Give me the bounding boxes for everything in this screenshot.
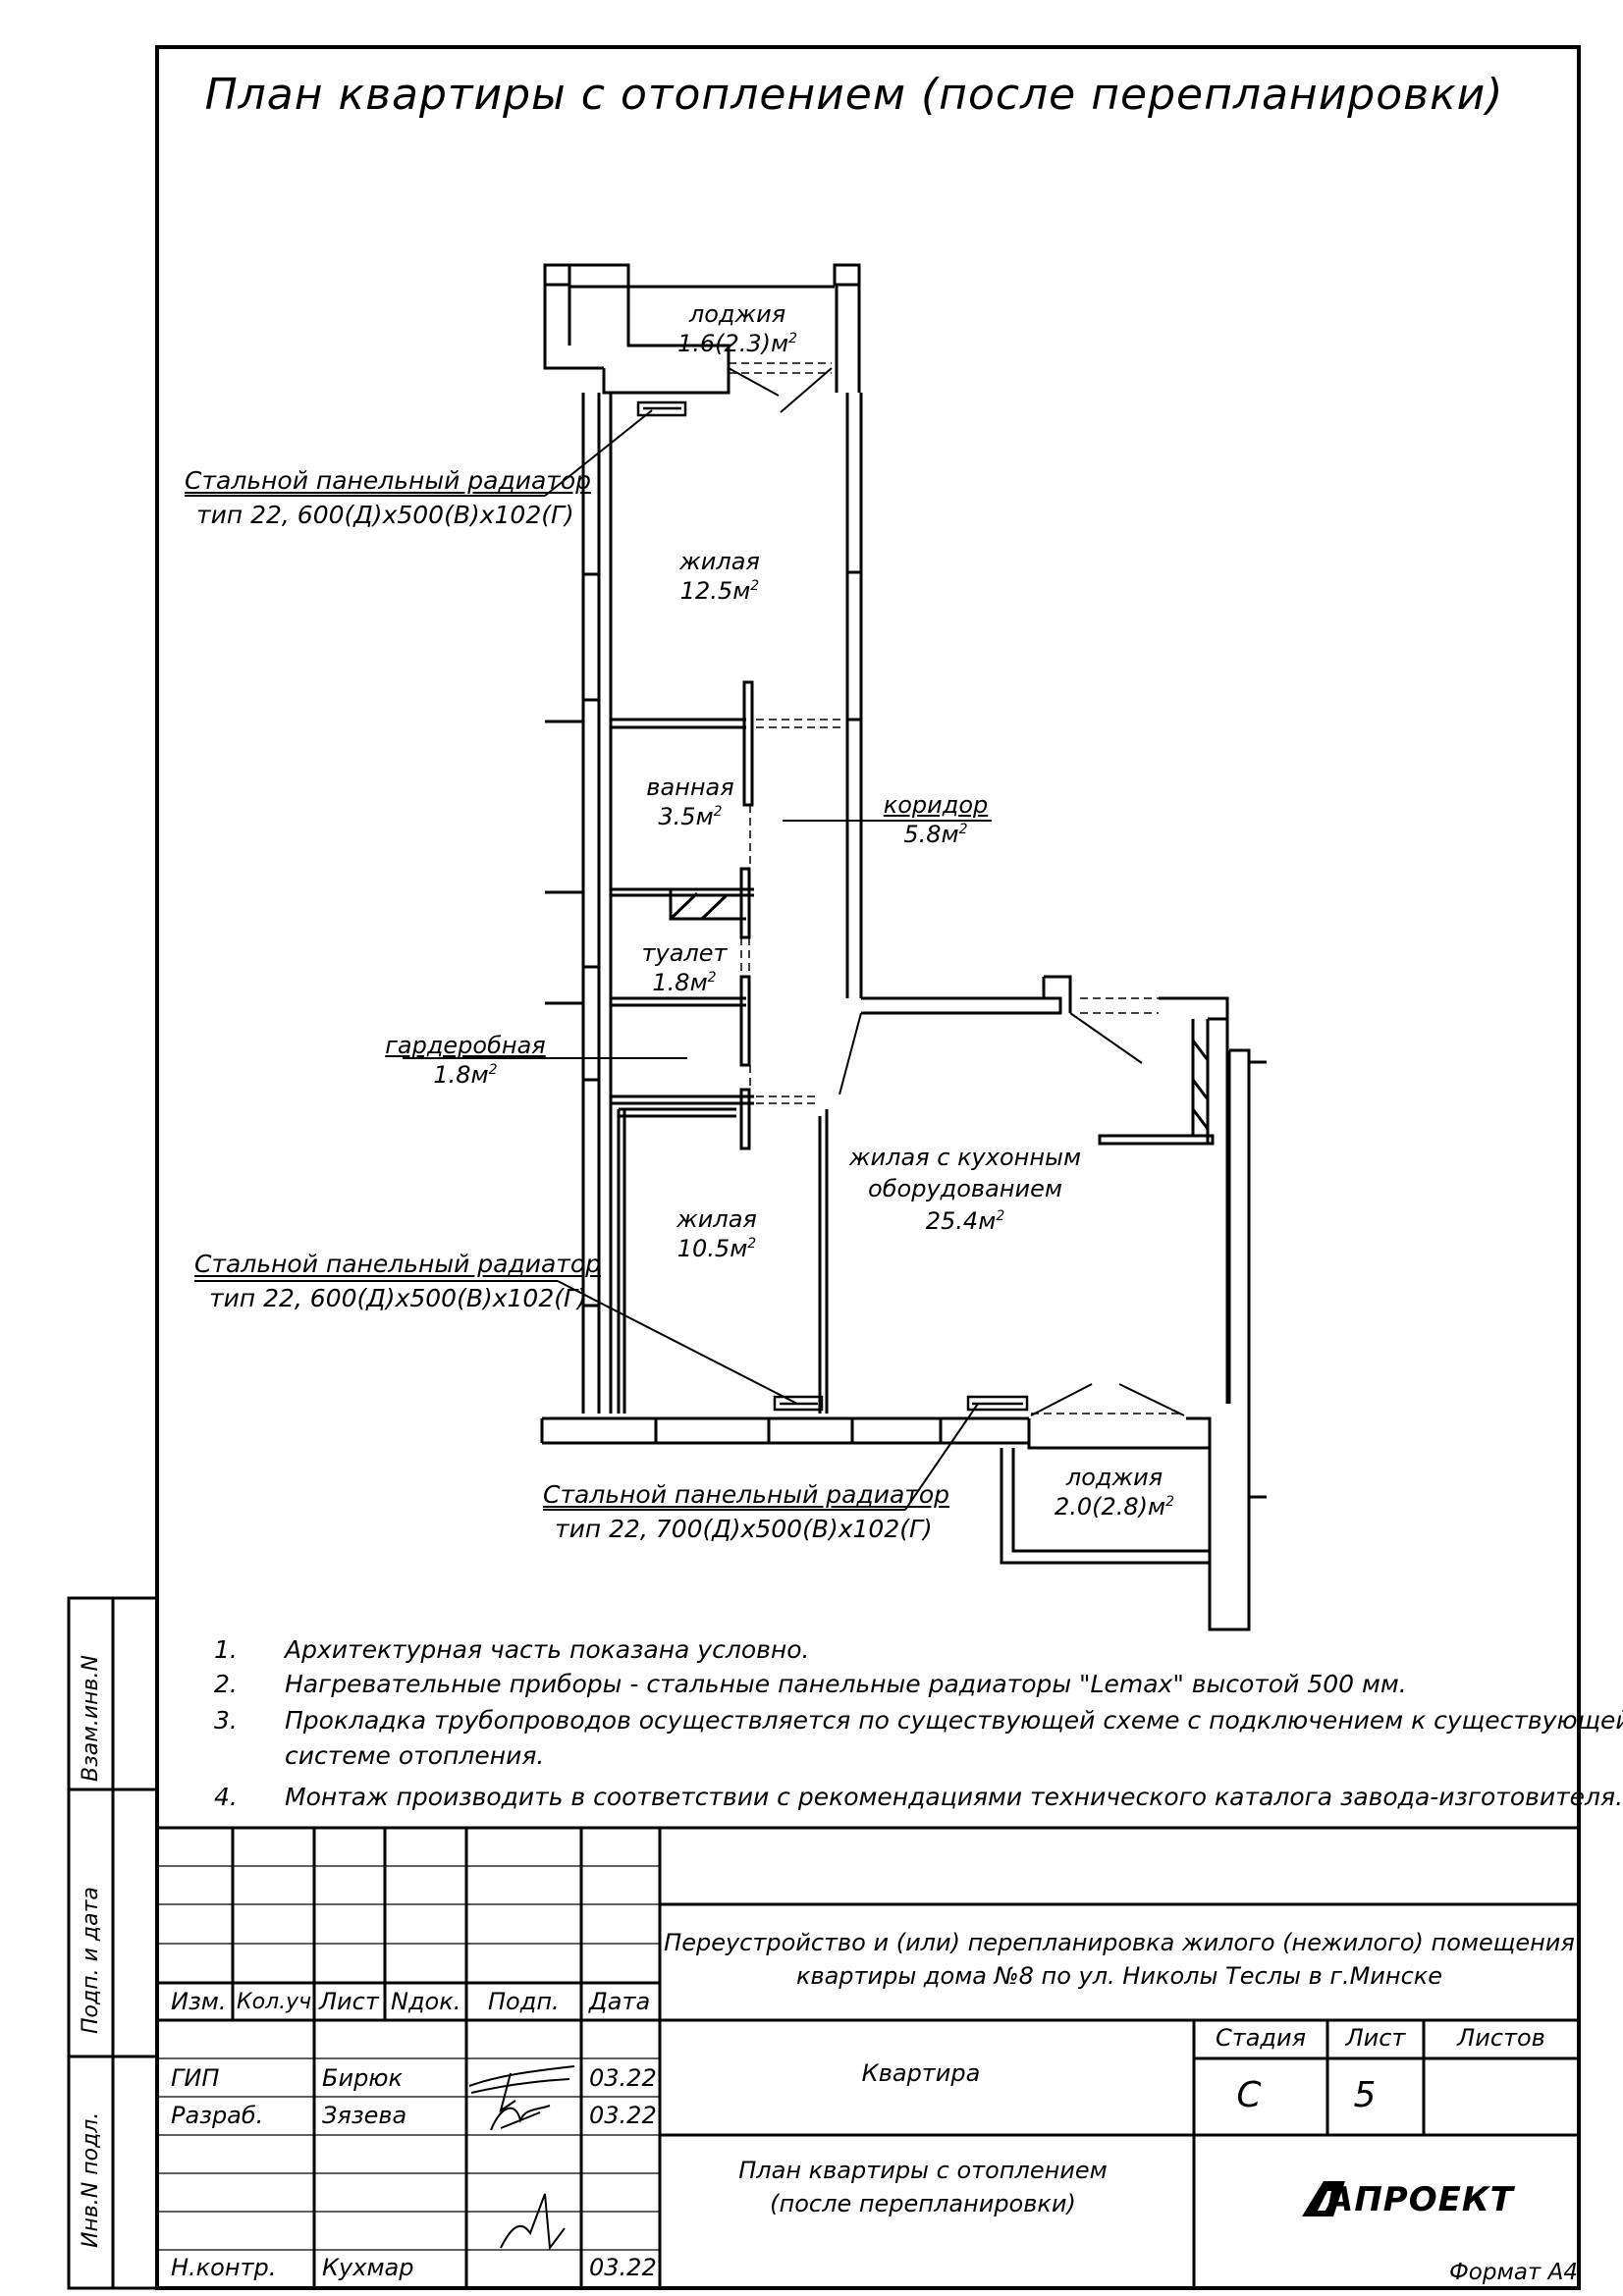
tb-header: Nдок. xyxy=(391,1988,461,2015)
object-name: Квартира xyxy=(861,2059,981,2087)
drawing-name: План квартиры с отоплением(после перепла… xyxy=(738,2157,1108,2217)
tb-header: Подп. xyxy=(488,1988,560,2015)
format-label: Формат А4 xyxy=(1449,2260,1578,2285)
note-text: Прокладка трубопроводов осуществляется п… xyxy=(285,1706,1623,1735)
stage-label: Стадия xyxy=(1215,2024,1307,2052)
tb-role: Н.контр. xyxy=(171,2254,277,2281)
walls xyxy=(540,263,1267,1631)
note-text: системе отопления. xyxy=(285,1741,545,1770)
note-text: Нагревательные приборы - стальные панель… xyxy=(285,1670,1407,1698)
sheet-frame xyxy=(155,45,1581,2290)
project-title: Переустройство и (или) перепланировка жи… xyxy=(664,1929,1575,1990)
side-stamp-vzam: Взам.инв.N xyxy=(79,1655,103,1782)
note-text: Монтаж производить в соответствии с реко… xyxy=(285,1783,1623,1811)
note-number: 4. xyxy=(214,1783,238,1811)
tb-date: 03.22 xyxy=(589,2254,657,2281)
tb-header: Лист xyxy=(319,1988,379,2015)
radiator-symbol xyxy=(773,1395,824,1412)
leader-lines xyxy=(185,409,992,1511)
tb-person: Бирюк xyxy=(322,2064,403,2092)
doors xyxy=(728,367,1185,1416)
side-stamp-podp: Подп. и дата xyxy=(79,1887,103,2034)
company-name: АПРОЕКТ xyxy=(1327,2180,1514,2219)
sheets-label: Листов xyxy=(1457,2024,1545,2052)
title-block-thin-rows xyxy=(157,1865,660,2251)
side-stamp-inv: Инв.N подл. xyxy=(79,2111,103,2248)
title-block-grid xyxy=(157,1826,1579,2288)
tb-date: 03.22 xyxy=(589,2102,657,2129)
tb-person: Кухмар xyxy=(322,2254,414,2281)
tb-date: 03.22 xyxy=(589,2064,657,2092)
tb-role: Разраб. xyxy=(171,2102,264,2129)
sheet-value: 5 xyxy=(1353,2075,1377,2115)
tb-role: ГИП xyxy=(171,2064,220,2092)
radiator-symbol xyxy=(636,400,687,417)
note-number: 1. xyxy=(214,1635,238,1664)
stage-value: С xyxy=(1236,2075,1262,2115)
tb-header: Изм. xyxy=(171,1988,227,2015)
note-number: 2. xyxy=(214,1670,238,1698)
tb-header: Дата xyxy=(589,1988,651,2015)
company-logo xyxy=(1302,2181,1345,2216)
radiator-symbol xyxy=(966,1395,1029,1412)
note-text: Архитектурная часть показана условно. xyxy=(285,1635,810,1664)
tb-header: Кол.уч. xyxy=(237,1990,319,2014)
sheet-label: Лист xyxy=(1345,2024,1406,2052)
dashed-openings xyxy=(729,362,1184,1415)
signatures xyxy=(468,2065,575,2251)
page-title: План квартиры с отоплением (после перепл… xyxy=(204,70,1504,120)
tb-person: Зязева xyxy=(322,2102,407,2129)
radiators xyxy=(636,400,1029,1412)
note-number: 3. xyxy=(214,1706,238,1735)
